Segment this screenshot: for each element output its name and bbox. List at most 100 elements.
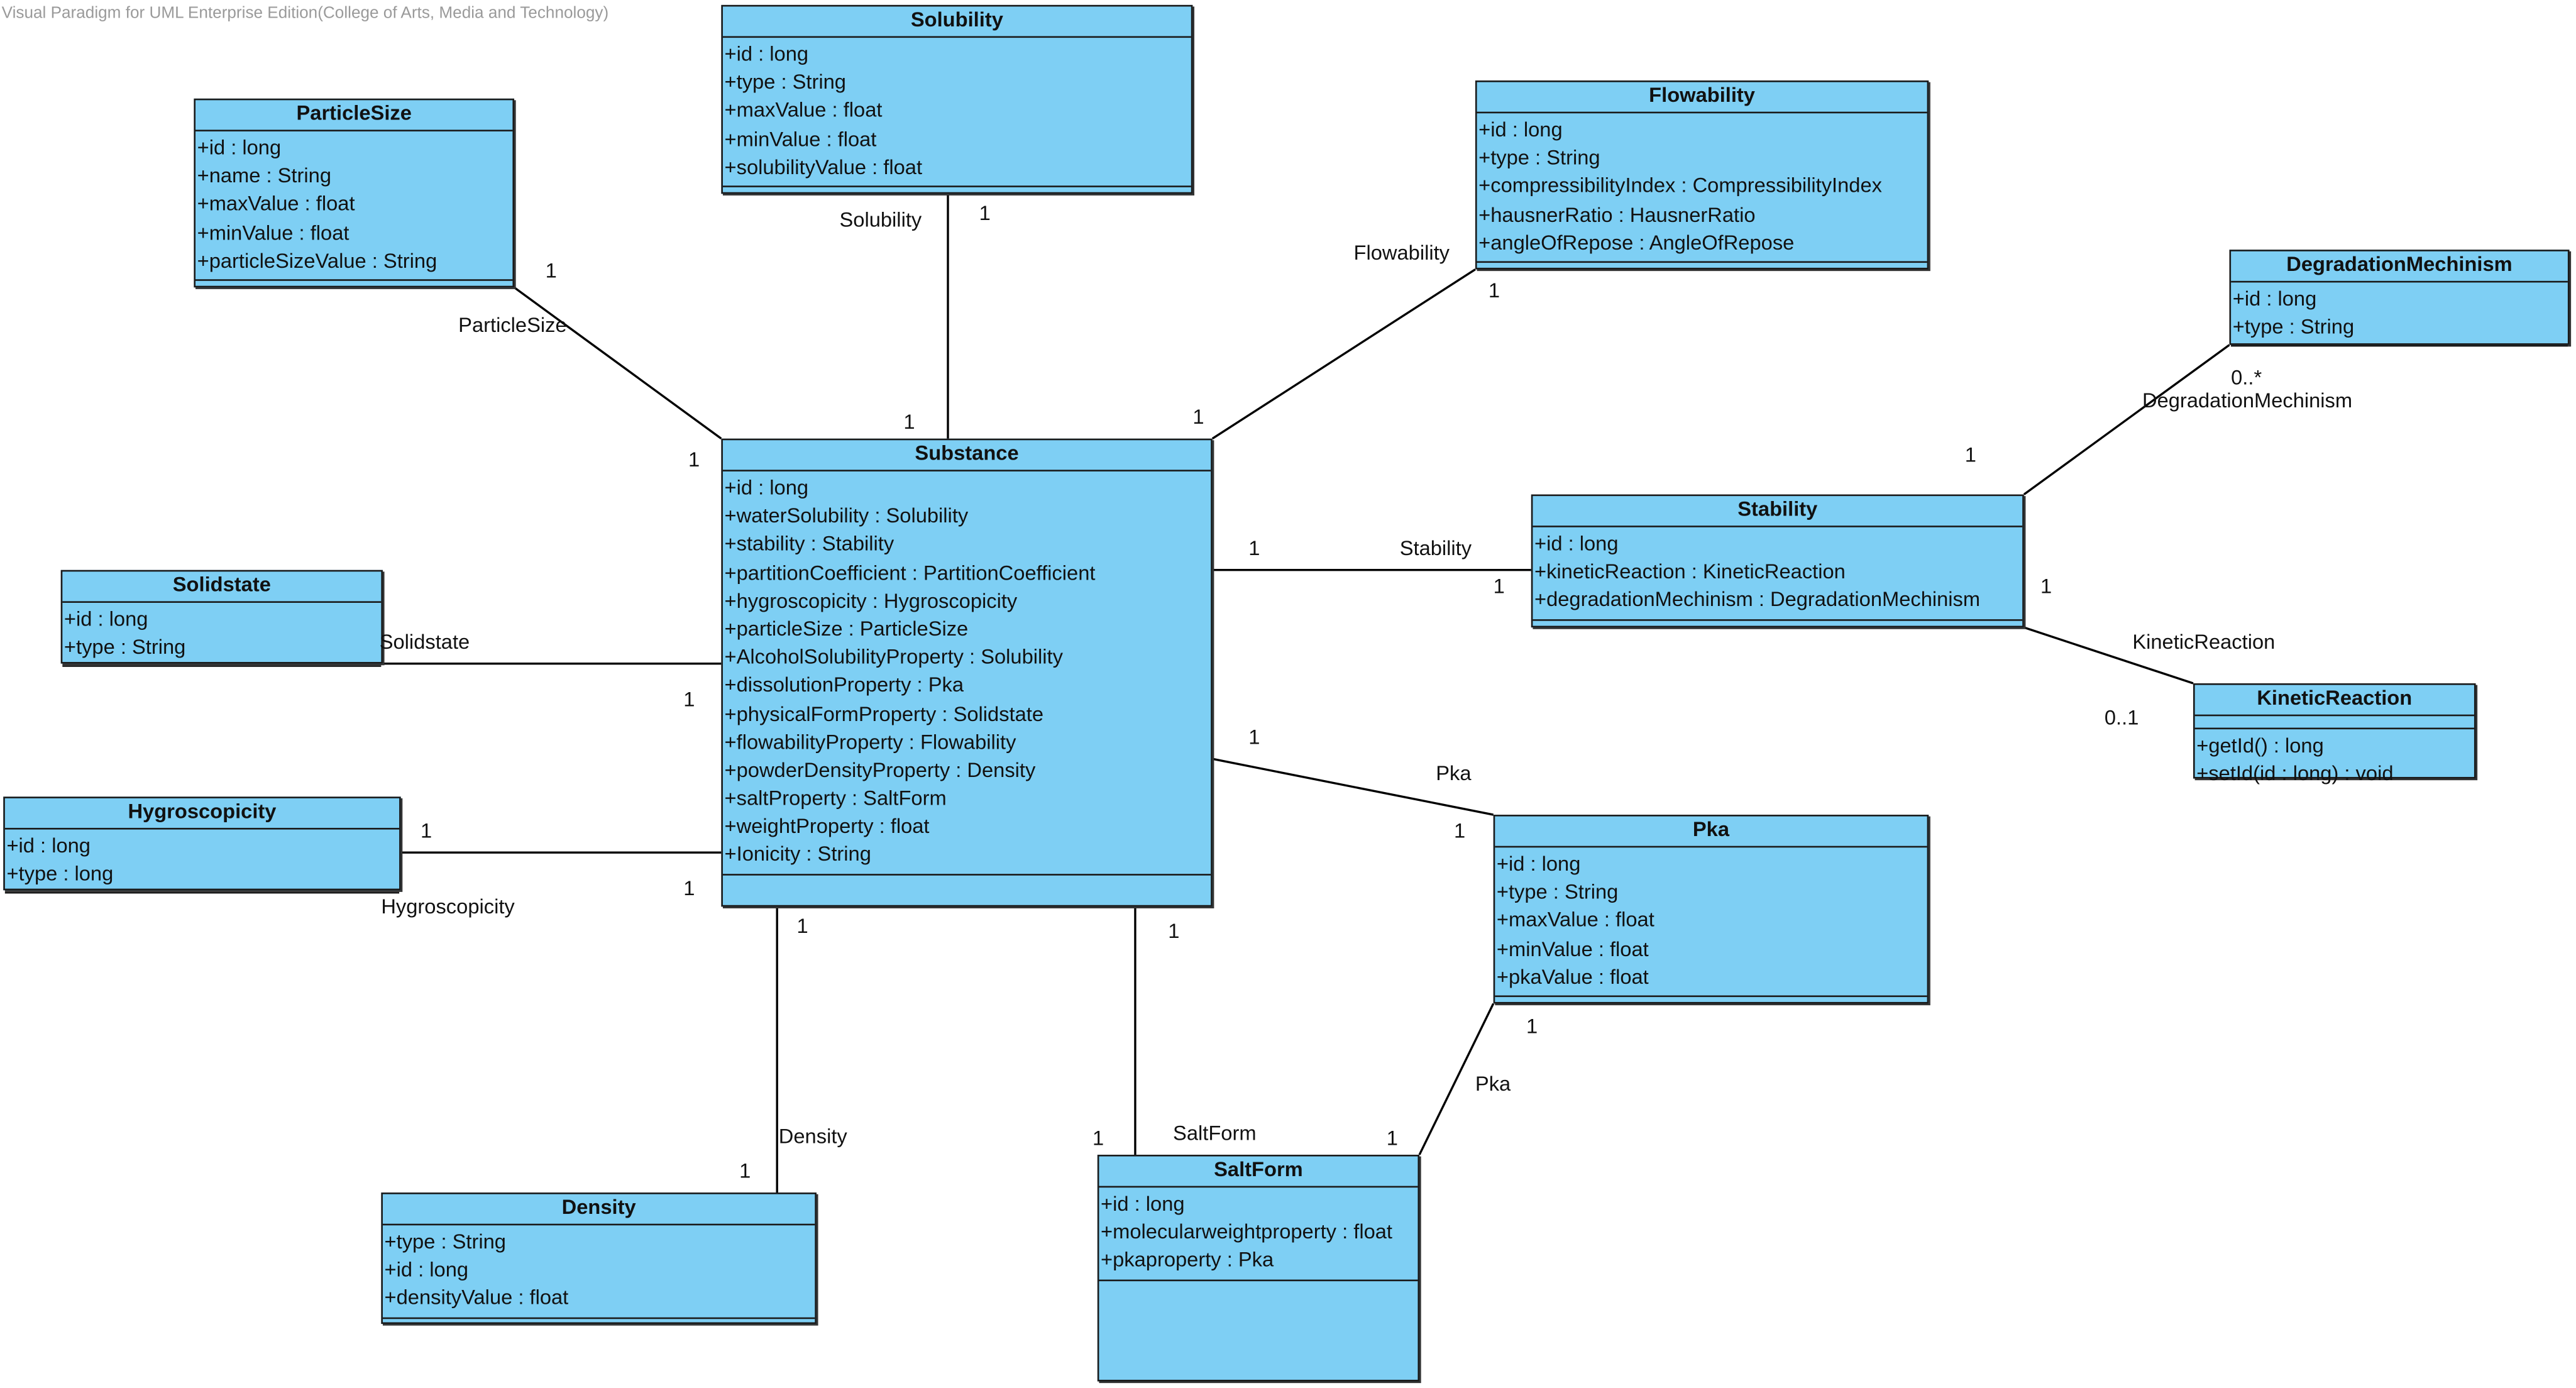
- multiplicity-source: 1: [1192, 405, 1204, 429]
- class-name: Pka: [1495, 817, 1927, 848]
- association-name: SaltForm: [1173, 1121, 1257, 1145]
- class-name: SaltForm: [1099, 1157, 1418, 1188]
- association-name: Solubility: [839, 208, 922, 232]
- multiplicity-source: 1: [1248, 537, 1260, 561]
- class-attribute: +kineticReaction : KineticReaction: [1534, 560, 1846, 584]
- operation-compartment: [383, 1318, 815, 1326]
- multiplicity-source: 1: [1526, 1015, 1538, 1038]
- class-operation: +getId() : long: [2196, 734, 2324, 757]
- class-attribute: +minValue : float: [1496, 937, 1649, 961]
- multiplicity-target: 0..1: [2104, 706, 2139, 730]
- operation-compartment: [5, 894, 399, 902]
- class-attribute: +solubilityValue : float: [724, 155, 923, 179]
- association-flowability[interactable]: [1211, 268, 1476, 440]
- association-name: Stability: [1399, 537, 1472, 561]
- class-attribute: +id : long: [1534, 532, 1619, 556]
- class-hygroscopicity[interactable]: Hygroscopicity+id : long+type : long: [3, 796, 401, 895]
- association-particlesize[interactable]: [514, 286, 722, 440]
- class-attribute: +physicalFormProperty : Solidstate: [724, 702, 1044, 725]
- class-attribute: +id : long: [63, 607, 148, 631]
- class-attribute: +partitionCoefficient : PartitionCoeffic…: [724, 561, 1096, 585]
- association-name: Hygroscopicity: [381, 895, 515, 918]
- class-name: DegradationMechinism: [2231, 251, 2568, 283]
- multiplicity-target: 1: [1488, 279, 1500, 302]
- multiplicity-target: 1: [1453, 819, 1466, 843]
- class-attribute: +minValue : float: [197, 221, 350, 245]
- operation-compartment: [2231, 347, 2568, 355]
- operation-compartment: [1099, 1281, 1417, 1289]
- class-attribute: +pkaValue : float: [1496, 965, 1649, 989]
- attribute-compartment: +id : long+type : long: [4, 830, 400, 895]
- class-density[interactable]: Density+type : String+id : long+densityV…: [381, 1192, 817, 1326]
- association-name: ParticleSize: [458, 314, 567, 337]
- class-attribute: +saltProperty : SaltForm: [724, 786, 947, 810]
- association-pka[interactable]: [1212, 757, 1494, 816]
- attribute-compartment: +id : long+type : String: [2231, 282, 2568, 348]
- class-attribute: +name : String: [197, 164, 331, 188]
- app-title-watermark: Visual Paradigm for UML Enterprise Editi…: [1, 4, 609, 23]
- class-attribute: +maxValue : float: [1496, 908, 1654, 932]
- class-flowability[interactable]: Flowability+id : long+type : String+comp…: [1475, 80, 1929, 271]
- class-name: Solidstate: [62, 571, 382, 603]
- class-attribute: +id : long: [1101, 1192, 1185, 1216]
- class-attribute: +densityValue : float: [384, 1286, 569, 1310]
- class-attribute: +hygroscopicity : Hygroscopicity: [724, 589, 1018, 612]
- class-saltform[interactable]: SaltForm +id : long +molecularweightproper…: [1097, 1154, 1420, 1382]
- operation-compartment: [723, 875, 1211, 883]
- class-kinetic[interactable]: KineticReaction+getId() : long+setId(id …: [2193, 683, 2476, 786]
- multiplicity-source: 1: [1248, 725, 1260, 749]
- association-degradation[interactable]: [2023, 344, 2230, 495]
- multiplicity-source: 1: [688, 448, 700, 471]
- class-operation: +setId(id : long) : void: [2196, 762, 2394, 786]
- class-particlesize[interactable]: ParticleSize +id : long +name : String +max…: [194, 98, 515, 288]
- operation-compartment: [62, 668, 381, 676]
- class-attribute: +molecularweightproperty : float: [1101, 1220, 1393, 1244]
- multiplicity-target: 1: [1493, 575, 1505, 598]
- class-attribute: +stability : Stability: [724, 532, 894, 556]
- association-name: Solidstate: [379, 631, 470, 654]
- multiplicity-source: 1: [796, 915, 808, 939]
- class-attribute: +hausnerRatio : HausnerRatio: [1478, 202, 1756, 226]
- class-attribute: +id : long: [724, 476, 809, 500]
- class-attribute: +type : String: [63, 636, 186, 659]
- multiplicity-target: 1: [421, 819, 432, 843]
- class-substance[interactable]: Substance+id : long+waterSolubility : So…: [721, 438, 1213, 907]
- class-solubility[interactable]: Solubility+id : long+type : String+maxVa…: [721, 4, 1193, 196]
- class-attribute: +weightProperty : float: [724, 815, 930, 839]
- class-name: Density: [382, 1194, 815, 1226]
- association-name: Flowability: [1353, 241, 1450, 265]
- class-attribute: +id : long: [1496, 852, 1581, 876]
- class-degradation[interactable]: DegradationMechinism+id : long+type : St…: [2229, 250, 2570, 348]
- class-stability[interactable]: Stability+id : long+kineticReaction : Ki…: [1531, 494, 2024, 628]
- attribute-compartment: +type : String+id : long+densityValue : …: [382, 1225, 815, 1319]
- class-pka[interactable]: Pka+id : long+type : String+maxValue : f…: [1493, 815, 1929, 1005]
- class-name: Hygroscopicity: [4, 798, 400, 830]
- class-attribute: +angleOfRepose : AngleOfRepose: [1478, 231, 1795, 255]
- association-name: Density: [778, 1125, 847, 1148]
- multiplicity-target: 1: [979, 202, 991, 225]
- class-attribute: +flowabilityProperty : Flowability: [724, 730, 1016, 754]
- operation-compartment: [723, 187, 1191, 196]
- association-name: KineticReaction: [2132, 631, 2276, 654]
- class-name: ParticleSize: [195, 100, 513, 132]
- multiplicity-source: 1: [1964, 443, 1976, 467]
- class-attribute: +id : long: [197, 136, 282, 160]
- class-attribute: +type : String: [384, 1230, 506, 1253]
- association-name: Pka: [1475, 1072, 1511, 1096]
- class-attribute: +compressibilityIndex : CompressibilityI…: [1478, 174, 1883, 198]
- association-kinetic[interactable]: [2023, 626, 2194, 685]
- attribute-compartment: +id : long +kineticReaction : KineticReac…: [1533, 527, 2023, 620]
- class-attribute: +maxValue : float: [197, 192, 355, 216]
- class-attribute: +AlcoholSolubilityProperty : Solubility: [724, 646, 1063, 669]
- class-attribute: +pkaproperty : Pka: [1101, 1248, 1274, 1272]
- class-attribute: +dissolutionProperty : Pka: [724, 674, 964, 697]
- attribute-compartment: +id : long +name : String +maxValue : floa…: [195, 131, 513, 281]
- operation-compartment: [1477, 263, 1927, 271]
- class-solidstate[interactable]: Solidstate +id : long +type : String: [60, 570, 383, 668]
- operation-compartment: [1495, 997, 1927, 1005]
- operation-compartment: +getId() : long +setId(id : long) : void: [2195, 729, 2474, 792]
- class-attribute: +waterSolubility : Solubility: [724, 504, 969, 528]
- class-attribute: +id : long: [6, 834, 91, 857]
- association-pka-salt[interactable]: [1418, 1003, 1495, 1155]
